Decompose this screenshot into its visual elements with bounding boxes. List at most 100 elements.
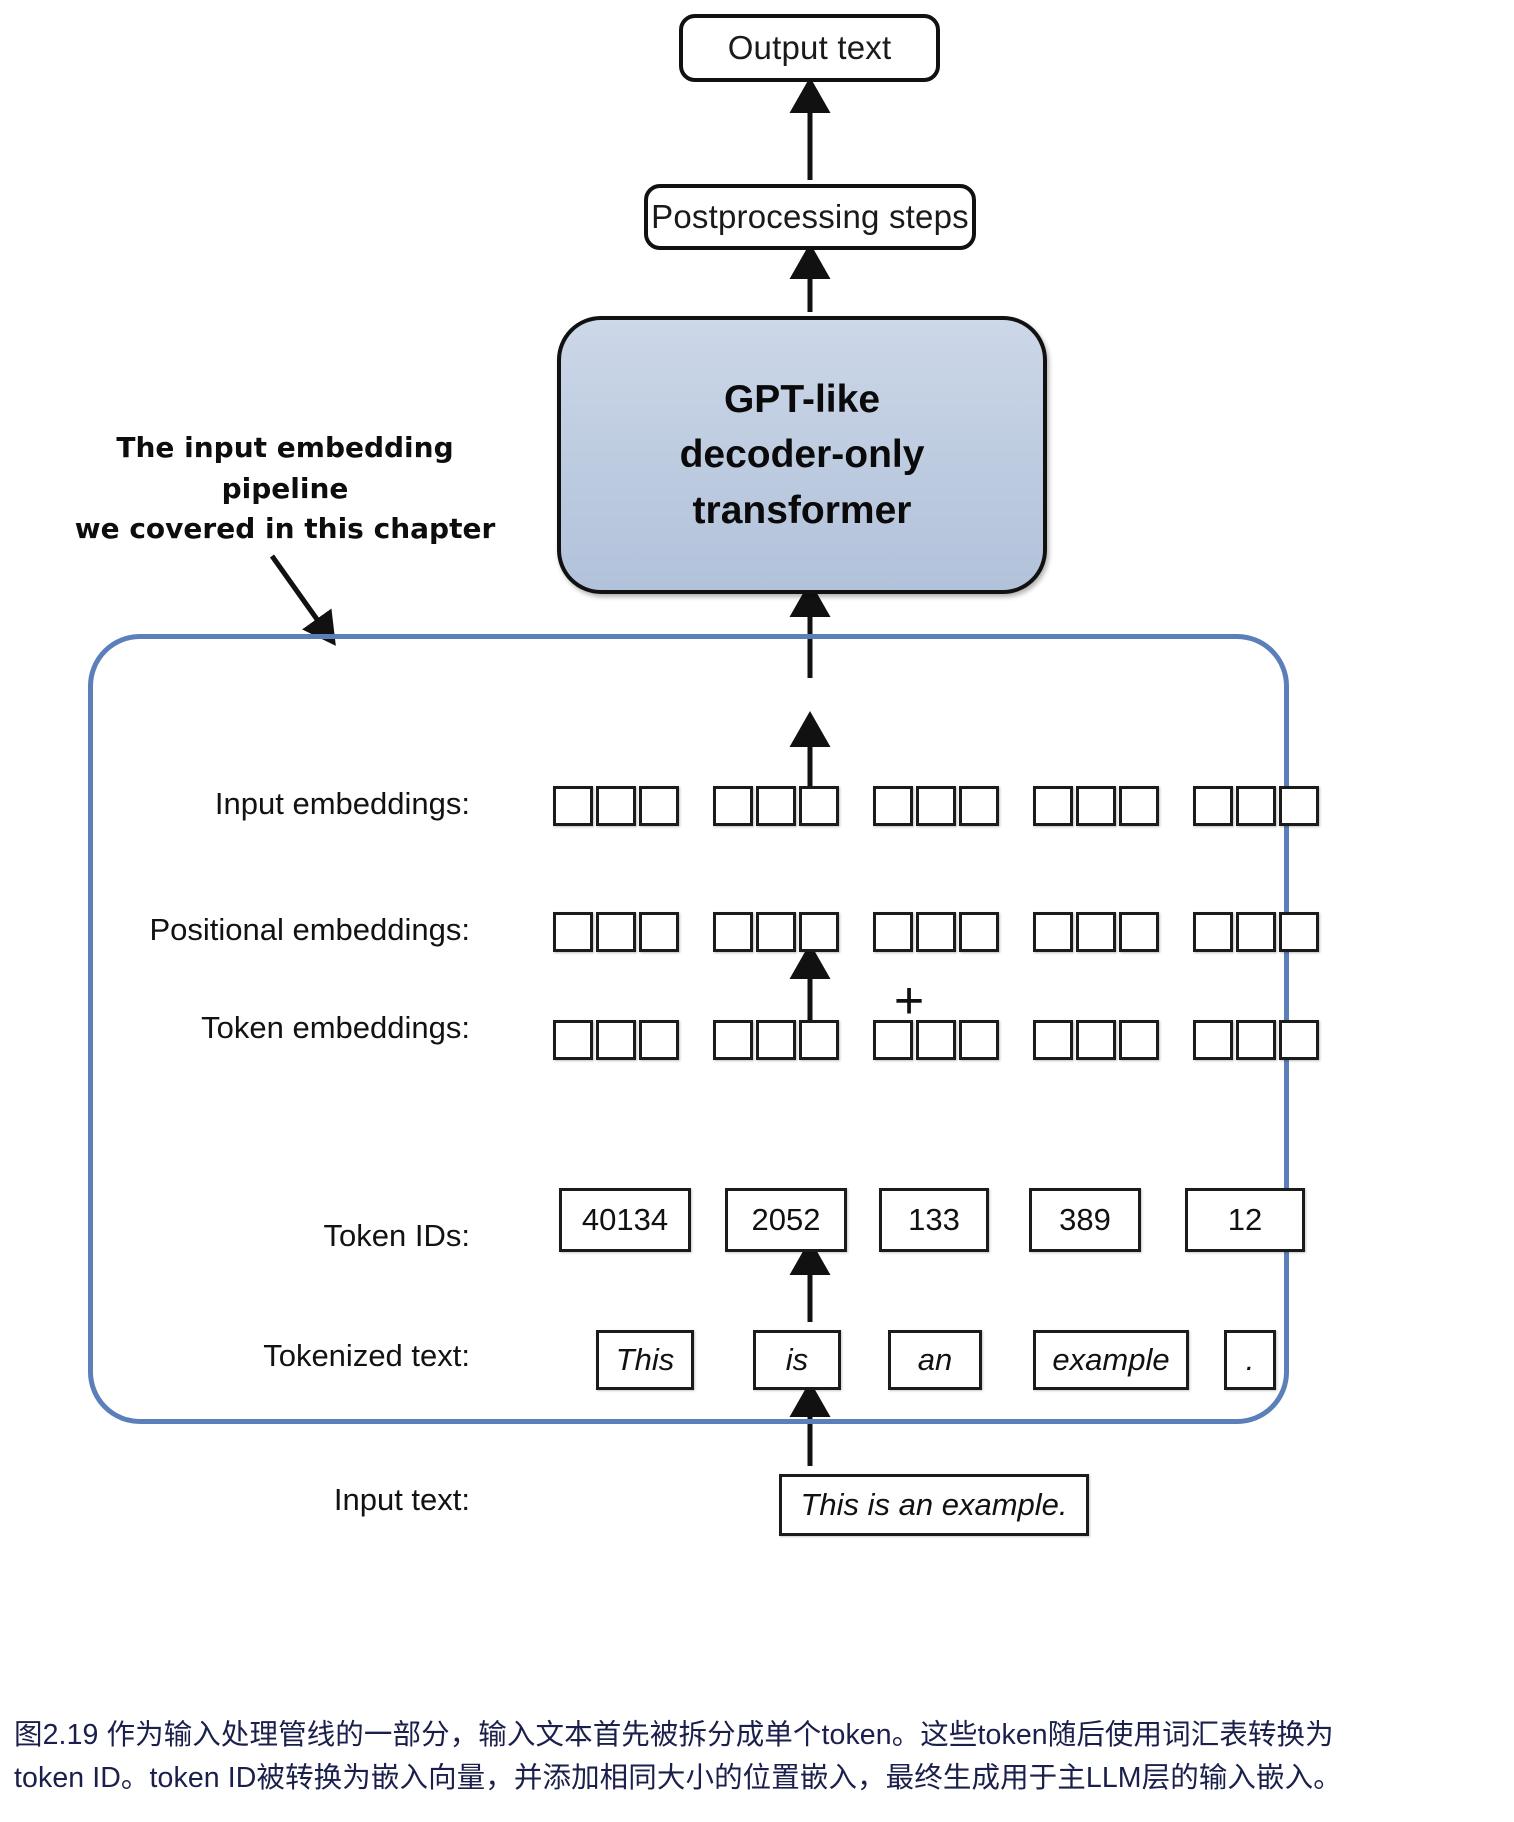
positional-embedding-cell	[596, 912, 636, 952]
token-id-box: 389	[1029, 1188, 1141, 1252]
output-text-label: Output text	[727, 29, 892, 66]
positional-embedding-cell	[1236, 912, 1276, 952]
positional-embedding-cell	[713, 912, 753, 952]
input-embedding-cell	[553, 786, 593, 826]
label-tokenized-text: Tokenized text:	[263, 1338, 470, 1373]
label-input-text: Input text:	[333, 1482, 470, 1517]
input-embedding-cell	[713, 786, 753, 826]
transformer-label-stack: GPT-like decoder-only transformer	[680, 372, 925, 538]
token-embedding-cell	[639, 1020, 679, 1060]
token-id-value: 40134	[581, 1202, 669, 1237]
input-embedding-cell	[639, 786, 679, 826]
positional-embedding-cell	[799, 912, 839, 952]
token-value: .	[1245, 1342, 1255, 1377]
token-box: is	[753, 1330, 841, 1390]
token-embedding-cell	[916, 1020, 956, 1060]
token-embedding-cell	[959, 1020, 999, 1060]
token-id-box: 40134	[559, 1188, 691, 1252]
input-embedding-group	[713, 786, 839, 826]
input-embedding-group	[553, 786, 679, 826]
token-embedding-cell	[713, 1020, 753, 1060]
input-embedding-cell	[916, 786, 956, 826]
transformer-line-1: GPT-like	[723, 377, 881, 421]
positional-embedding-cell	[959, 912, 999, 952]
input-embedding-cell	[1279, 786, 1319, 826]
token-value: This	[615, 1342, 675, 1377]
token-embedding-cell	[1119, 1020, 1159, 1060]
gpt-transformer-box: GPT-like decoder-only transformer	[557, 316, 1047, 594]
input-embedding-cell	[799, 786, 839, 826]
input-embedding-cell	[1033, 786, 1073, 826]
token-embedding-cell	[1279, 1020, 1319, 1060]
figure-caption: 图2.19 作为输入处理管线的一部分，输入文本首先被拆分成单个token。这些t…	[14, 1714, 1504, 1801]
token-embedding-cell	[756, 1020, 796, 1060]
caption-line-2: token ID。token ID被转换为嵌入向量，并添加相同大小的位置嵌入，最…	[14, 1762, 1342, 1795]
positional-embedding-group	[873, 912, 999, 952]
token-value: is	[785, 1342, 809, 1377]
positional-embedding-cell	[639, 912, 679, 952]
positional-embedding-cell	[756, 912, 796, 952]
token-id-value: 2052	[751, 1202, 821, 1237]
token-box: example	[1033, 1330, 1189, 1390]
postprocessing-steps-box: Postprocessing steps	[644, 184, 976, 250]
token-embedding-cell	[553, 1020, 593, 1060]
annotation-line-2: we covered in this chapter	[74, 512, 496, 546]
input-embedding-cell	[1076, 786, 1116, 826]
annotation-line-1: The input embedding pipeline	[116, 431, 454, 505]
label-positional-embeddings: Positional embeddings:	[149, 912, 470, 947]
positional-embedding-cell	[1076, 912, 1116, 952]
input-text-value: This is an example.	[800, 1487, 1068, 1522]
input-embedding-group	[873, 786, 999, 826]
input-embedding-cell	[1119, 786, 1159, 826]
postprocessing-steps-label: Postprocessing steps	[651, 198, 969, 235]
token-box: .	[1224, 1330, 1276, 1390]
token-value: example	[1052, 1342, 1170, 1377]
caption-line-1: 图2.19 作为输入处理管线的一部分，输入文本首先被拆分成单个token。这些t…	[14, 1719, 1334, 1751]
positional-embedding-cell	[1119, 912, 1159, 952]
positional-embedding-cell	[916, 912, 956, 952]
input-embedding-cell	[596, 786, 636, 826]
input-text-box: This is an example.	[779, 1474, 1089, 1536]
positional-embedding-cell	[1279, 912, 1319, 952]
token-id-value: 133	[908, 1202, 960, 1237]
label-input-embeddings: Input embeddings:	[214, 786, 470, 821]
token-id-value: 12	[1227, 1202, 1263, 1237]
output-text-box: Output text	[679, 14, 940, 82]
input-embedding-cell	[959, 786, 999, 826]
arrow-annotation-callout	[269, 554, 336, 646]
token-embedding-group	[873, 1020, 999, 1060]
positional-embedding-cell	[873, 912, 913, 952]
transformer-line-3: transformer	[692, 488, 912, 532]
input-embedding-cell	[873, 786, 913, 826]
token-value: an	[917, 1342, 953, 1377]
input-embedding-cell	[1193, 786, 1233, 826]
label-token-embeddings: Token embeddings:	[201, 1010, 470, 1045]
token-box: This	[596, 1330, 694, 1390]
token-embedding-cell	[1076, 1020, 1116, 1060]
positional-embedding-group	[1193, 912, 1319, 952]
token-id-box: 2052	[725, 1188, 847, 1252]
transformer-line-2: decoder-only	[679, 433, 925, 477]
positional-embedding-group	[553, 912, 679, 952]
input-embedding-group	[1033, 786, 1159, 826]
token-embedding-group	[713, 1020, 839, 1060]
positional-embedding-group	[713, 912, 839, 952]
token-embedding-cell	[1193, 1020, 1233, 1060]
token-embedding-group	[1193, 1020, 1319, 1060]
positional-embedding-cell	[1033, 912, 1073, 952]
token-embedding-cell	[799, 1020, 839, 1060]
token-embedding-cell	[873, 1020, 913, 1060]
input-embedding-group	[1193, 786, 1319, 826]
input-embedding-cell	[1236, 786, 1276, 826]
positional-embedding-cell	[553, 912, 593, 952]
token-box: an	[888, 1330, 982, 1390]
label-token-ids: Token IDs:	[323, 1218, 470, 1253]
positional-embedding-cell	[1193, 912, 1233, 952]
token-embedding-cell	[1236, 1020, 1276, 1060]
token-embedding-cell	[596, 1020, 636, 1060]
input-embedding-cell	[756, 786, 796, 826]
positional-embedding-group	[1033, 912, 1159, 952]
token-id-value: 389	[1059, 1202, 1111, 1237]
annotation-callout: The input embedding pipeline we covered …	[60, 428, 510, 550]
